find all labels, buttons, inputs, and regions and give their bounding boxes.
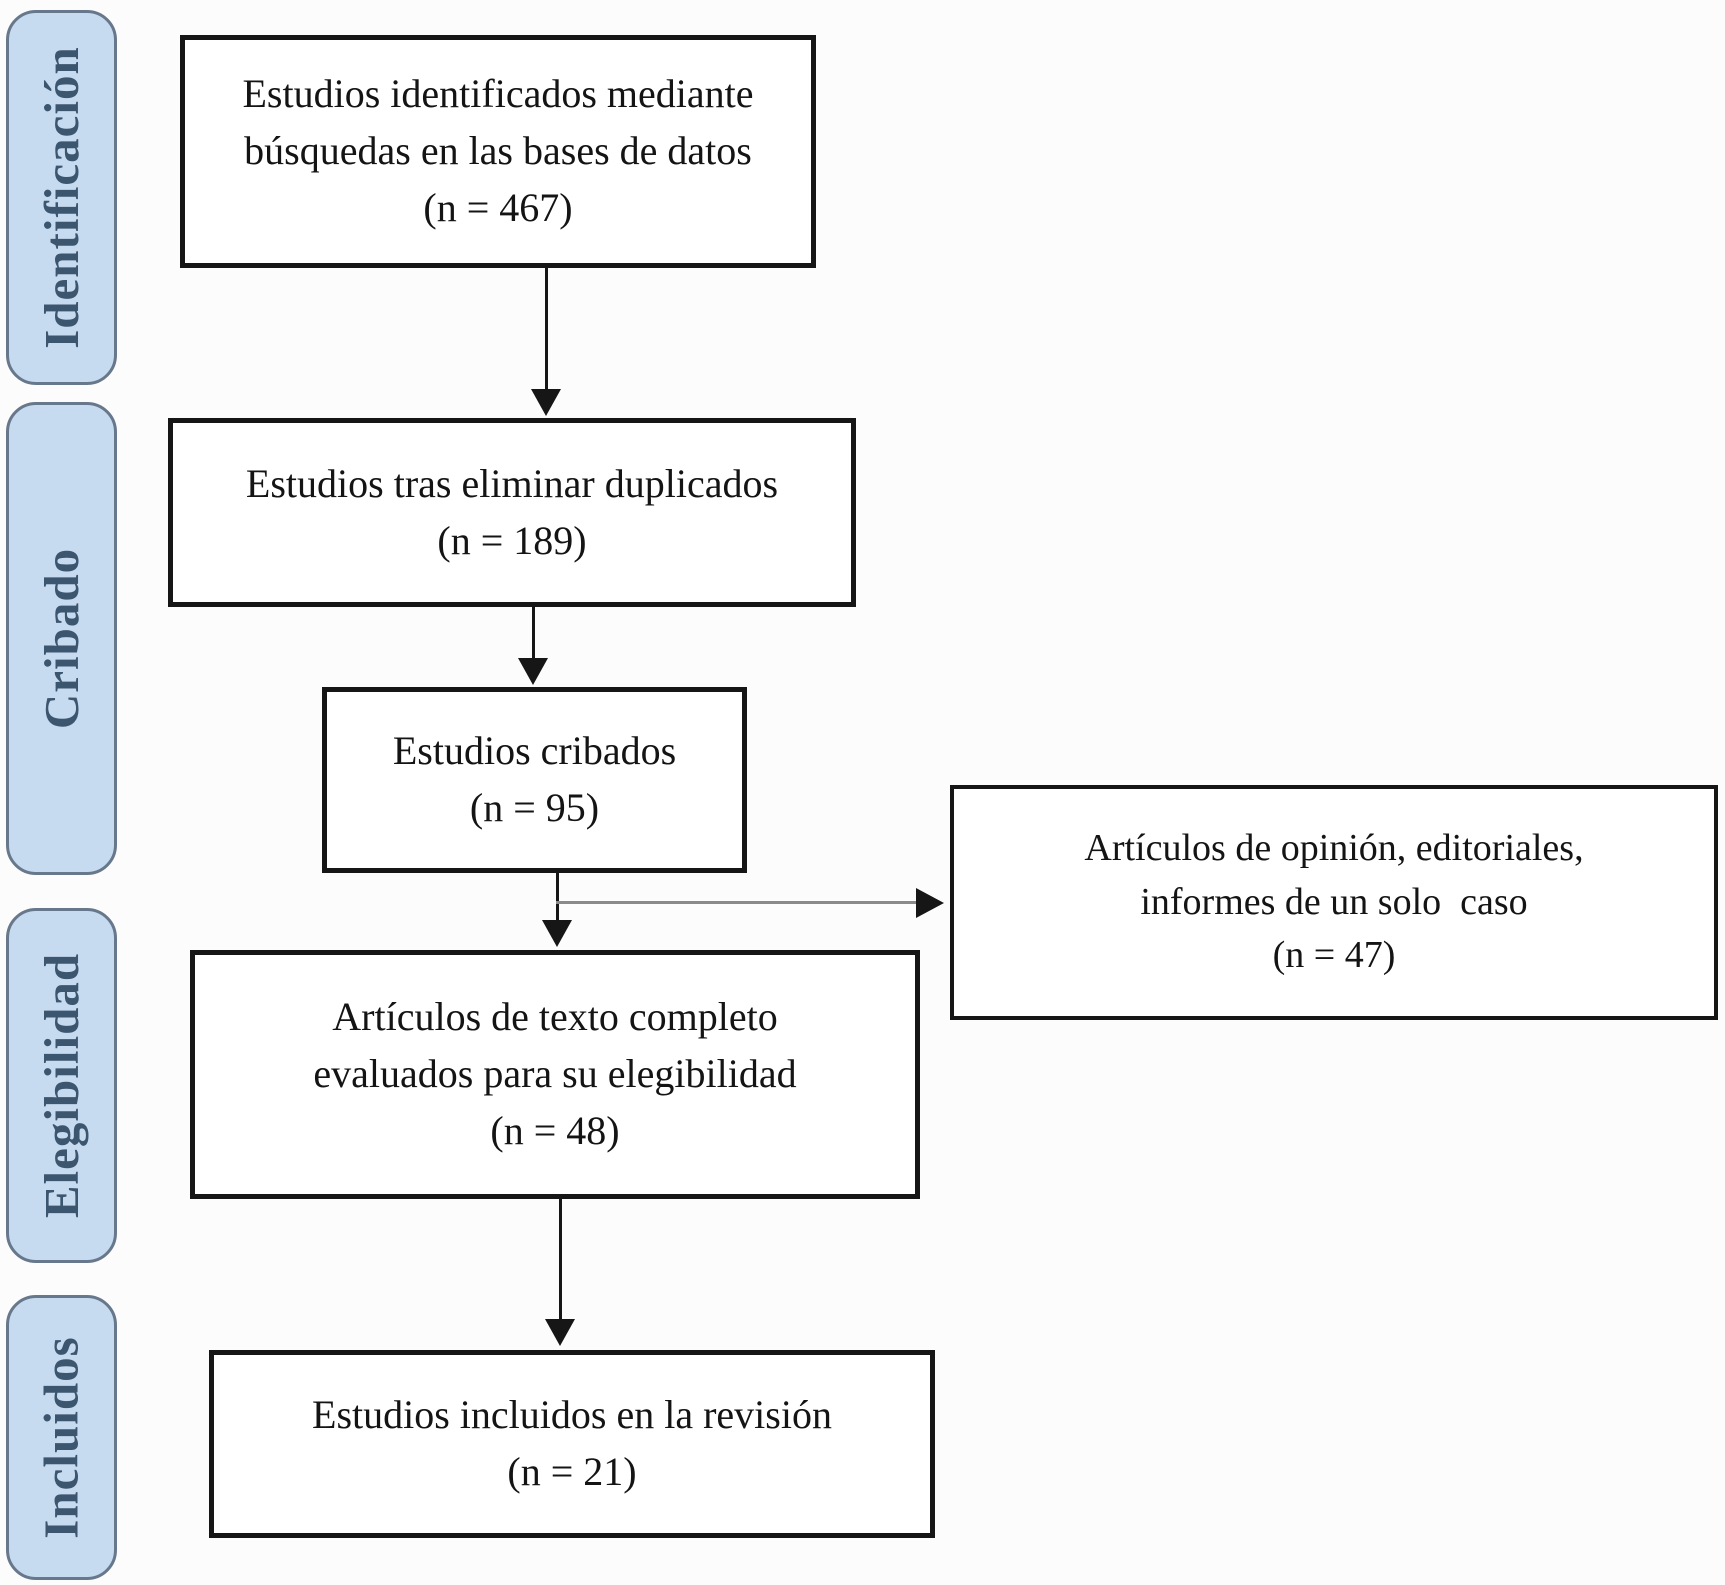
arrow-identified-to-deduplicated-line: [545, 268, 548, 390]
arrow-deduplicated-to-screened-head-icon: [518, 658, 548, 685]
box-fulltext-count: (n = 48): [490, 1107, 620, 1153]
stage-label-elegibilidad: Elegibilidad: [34, 952, 90, 1219]
box-screened-count: (n = 95): [469, 785, 600, 830]
box-identified-line1: Estudios identificados mediante: [242, 71, 754, 117]
arrow-deduplicated-to-screened-line: [532, 607, 535, 660]
arrow-identified-to-deduplicated-head-icon: [531, 389, 561, 416]
arrow-screened-to-fulltext-line: [556, 873, 559, 923]
stage-band-elegibilidad: Elegibilidad: [6, 908, 117, 1263]
arrow-screened-to-fulltext-head-icon: [542, 920, 572, 947]
box-deduplicated-line1: Estudios tras eliminar duplicados: [245, 460, 779, 506]
box-excluded-line2: informes de un solo caso: [1140, 880, 1528, 923]
stage-band-cribado: Cribado: [6, 402, 117, 875]
arrow-screened-to-excluded-line: [556, 901, 916, 904]
stage-label-identificacion: Identificación: [34, 46, 90, 349]
box-fulltext-assessed: Artículos de texto completo evaluados pa…: [190, 950, 920, 1199]
box-included-line1: Estudios incluidos en la revisión: [312, 1392, 832, 1438]
box-screened-line1: Estudios cribados: [392, 728, 677, 774]
box-excluded: Artículos de opinión, editoriales, infor…: [950, 785, 1718, 1020]
stage-band-incluidos: Incluidos: [6, 1295, 117, 1580]
arrow-screened-to-excluded-head-icon: [916, 888, 944, 918]
box-identified-count: (n = 467): [423, 184, 573, 230]
box-identified: Estudios identificados mediante búsqueda…: [180, 35, 816, 268]
stage-label-incluidos: Incluidos: [34, 1336, 89, 1539]
box-excluded-count: (n = 47): [1272, 934, 1396, 977]
arrow-fulltext-to-included-head-icon: [545, 1319, 575, 1346]
box-deduplicated-count: (n = 189): [437, 517, 587, 563]
box-excluded-line1: Artículos de opinión, editoriales,: [1084, 826, 1584, 869]
box-screened: Estudios cribados (n = 95): [322, 687, 747, 873]
stage-label-cribado: Cribado: [34, 547, 90, 730]
box-fulltext-line1: Artículos de texto completo: [332, 994, 778, 1040]
stage-band-identificacion: Identificación: [6, 10, 117, 385]
box-included: Estudios incluidos en la revisión (n = 2…: [209, 1350, 935, 1538]
arrow-fulltext-to-included-line: [559, 1199, 562, 1321]
box-included-count: (n = 21): [507, 1449, 637, 1494]
box-fulltext-line2: evaluados para su elegibilidad: [313, 1051, 797, 1097]
box-identified-line2: búsquedas en las bases de datos: [244, 128, 752, 174]
box-deduplicated: Estudios tras eliminar duplicados (n = 1…: [168, 418, 856, 607]
